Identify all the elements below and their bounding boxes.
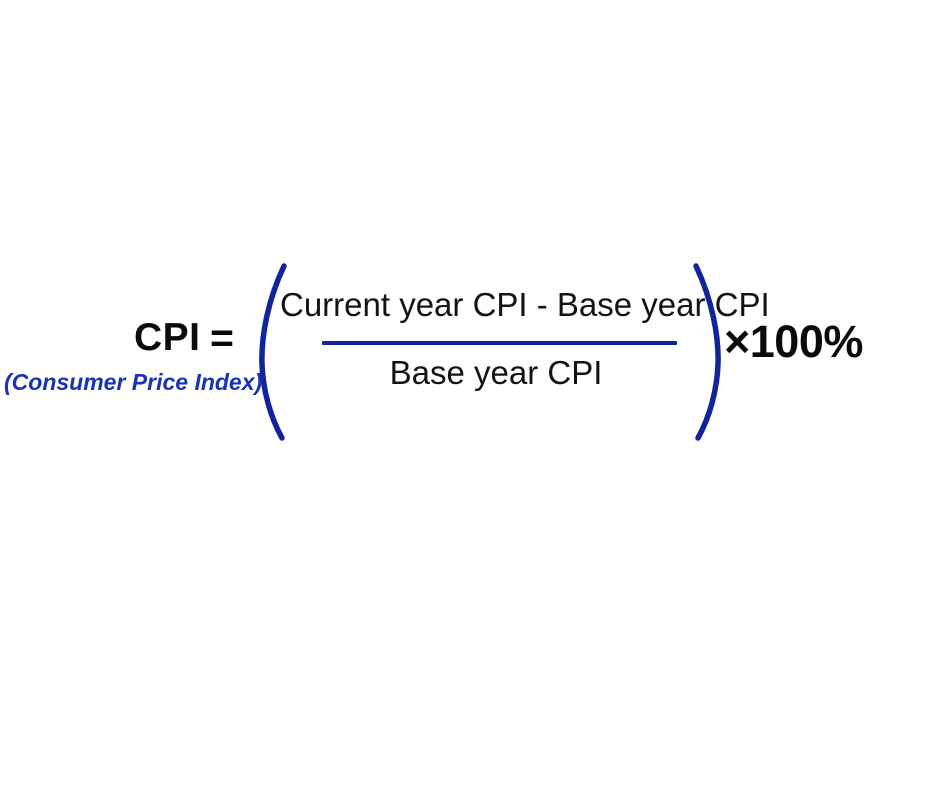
cpi-expansion-label: (Consumer Price Index) [4, 369, 263, 395]
multiplier-100-percent: ×100% [724, 316, 863, 367]
close-paren-icon [676, 262, 728, 442]
open-paren-glyph [259, 263, 287, 441]
fraction-denominator: Base year CPI [389, 354, 603, 391]
formula-left-side: CPI = (Consumer Price Index) [0, 316, 266, 406]
fraction-numerator: Current year CPI - Base year CPI [280, 286, 770, 323]
close-paren-glyph [693, 263, 721, 441]
fraction-group: Current year CPI - Base year CPI Base ye… [280, 283, 770, 403]
cpi-symbol: CPI [134, 316, 201, 359]
equals-operator: = [210, 315, 234, 361]
open-paren-icon [252, 262, 304, 442]
fraction-bar [322, 341, 677, 345]
